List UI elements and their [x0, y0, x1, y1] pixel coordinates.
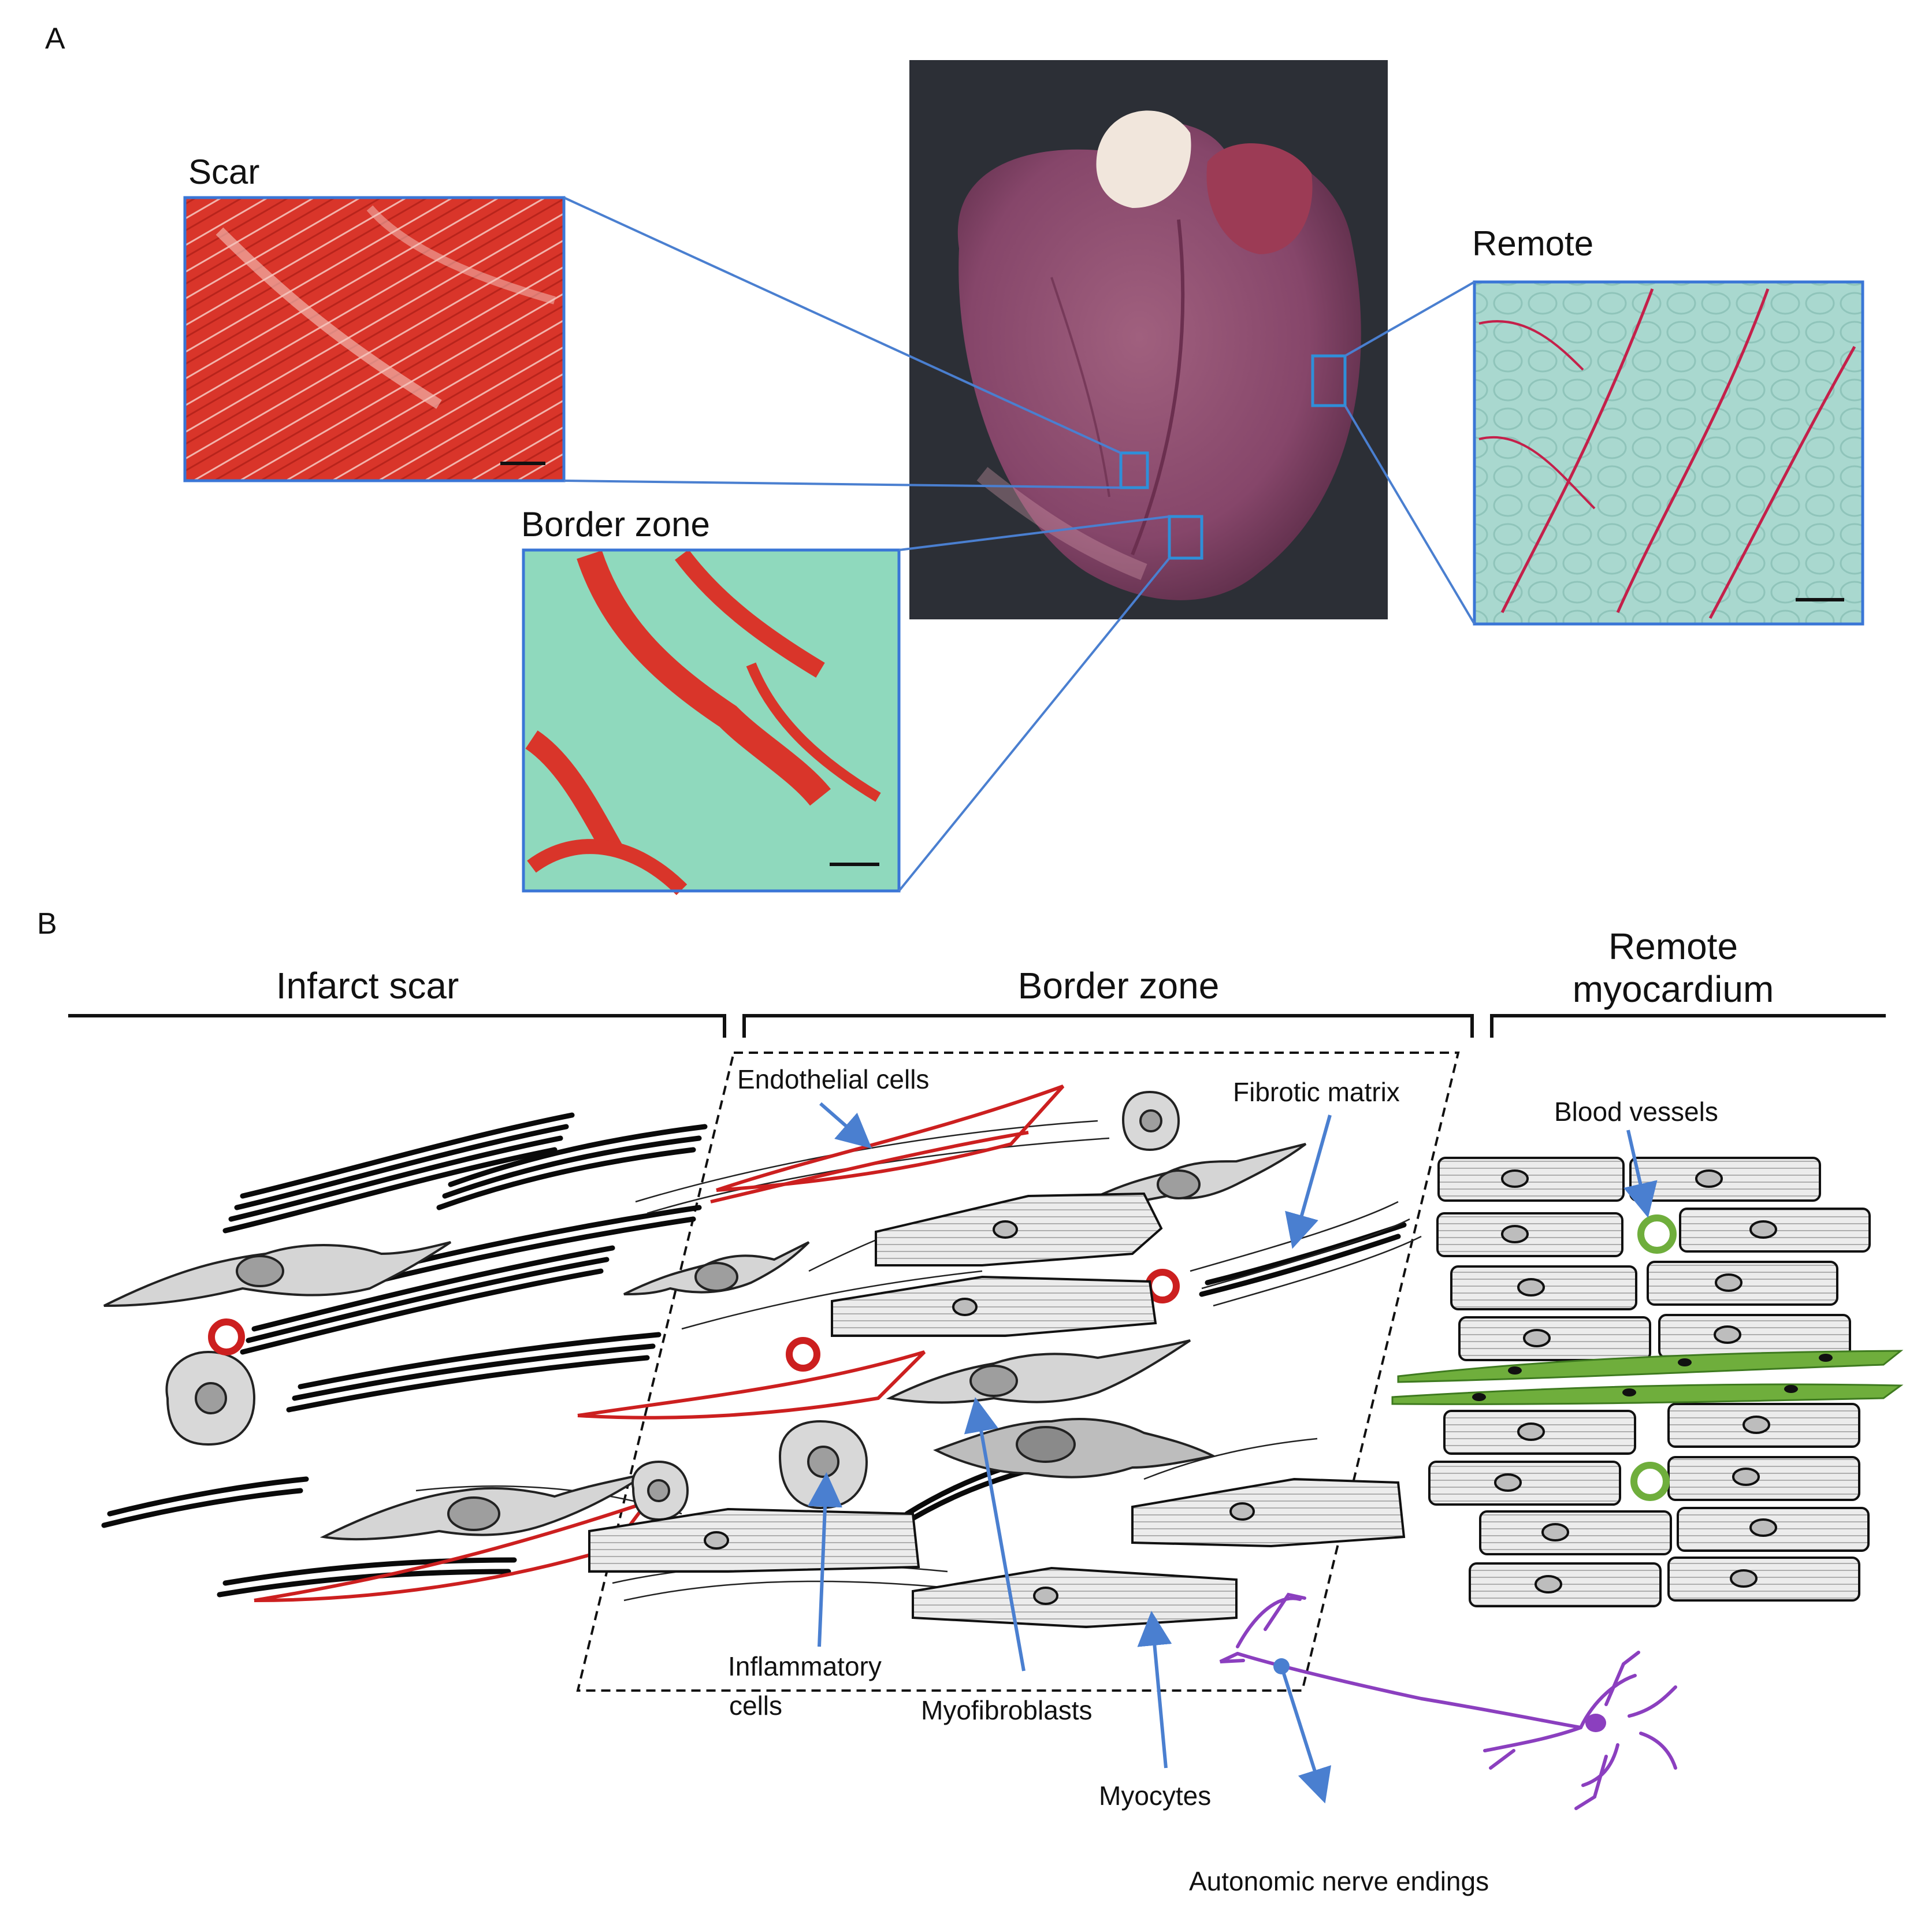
scar-histology-inset: [183, 196, 566, 482]
infarct-bracket: [68, 1014, 726, 1038]
blood-vessels-arrow: [1623, 1130, 1658, 1218]
fibrotic-arrow: [1285, 1115, 1332, 1249]
inflammatory-label-line1: Inflammatory: [728, 1651, 882, 1681]
scar-connector-top: [563, 196, 1121, 454]
autonomic-arrow: [1280, 1666, 1332, 1804]
remote-blood-vessels: [1630, 1214, 1677, 1501]
autonomic-nerve: [1219, 1592, 1677, 1810]
fibrotic-label: Fibrotic matrix: [1233, 1077, 1400, 1107]
remote-endothelium: [1391, 1350, 1904, 1405]
remote-bracket: [1490, 1014, 1886, 1038]
remote-myocytes: [1428, 1157, 1871, 1607]
border-connector-bottom: [898, 557, 1171, 892]
panel-a-letter: A: [45, 22, 65, 55]
border-bracket: [742, 1014, 1474, 1038]
panel-b-letter: B: [37, 907, 57, 941]
myofibroblasts: [103, 1143, 1307, 1541]
infarct-scar-label: Infarct scar: [276, 965, 459, 1006]
border-region-box: [1168, 515, 1203, 560]
border-zone-label: Border zone: [521, 505, 710, 544]
endothelial-label: Endothelial cells: [737, 1064, 929, 1094]
scar-label: Scar: [188, 153, 259, 191]
border-zone-outline: [576, 1052, 1460, 1692]
inflammatory-label-line2: cells: [729, 1691, 782, 1721]
myofibroblasts-arrow: [964, 1397, 1026, 1671]
blood-vessels-label: Blood vessels: [1554, 1097, 1718, 1127]
nerve-soma: [1585, 1714, 1606, 1732]
remote-region-box: [1311, 354, 1347, 407]
border-zone-section-label: Border zone: [1018, 965, 1220, 1006]
remote-section-label-line1: Remote: [1608, 926, 1738, 967]
inflammatory-cells: [165, 1090, 1180, 1521]
myocytes-arrow: [1137, 1611, 1172, 1769]
border-zone-histology-inset: [522, 548, 901, 896]
myofibroblasts-label: Myofibroblasts: [921, 1695, 1093, 1725]
scar-connector-bottom: [563, 480, 1121, 489]
autonomic-label: Autonomic nerve endings: [1189, 1866, 1489, 1896]
inflammatory-arrow: [808, 1472, 842, 1647]
endothelial-arrow: [819, 1102, 872, 1149]
remote-connector-top: [1344, 281, 1475, 357]
remote-histology-inset: [1473, 280, 1864, 626]
heart-photo: [909, 60, 1388, 619]
remote-label: Remote: [1472, 224, 1593, 263]
scar-region-box: [1119, 451, 1149, 489]
border-zone-myocytes: [588, 1192, 1406, 1629]
remote-connector-bottom: [1344, 404, 1476, 625]
remote-section-label-line2: myocardium: [1573, 968, 1774, 1010]
myocytes-label: Myocytes: [1099, 1781, 1211, 1811]
border-connector-top: [898, 515, 1170, 551]
